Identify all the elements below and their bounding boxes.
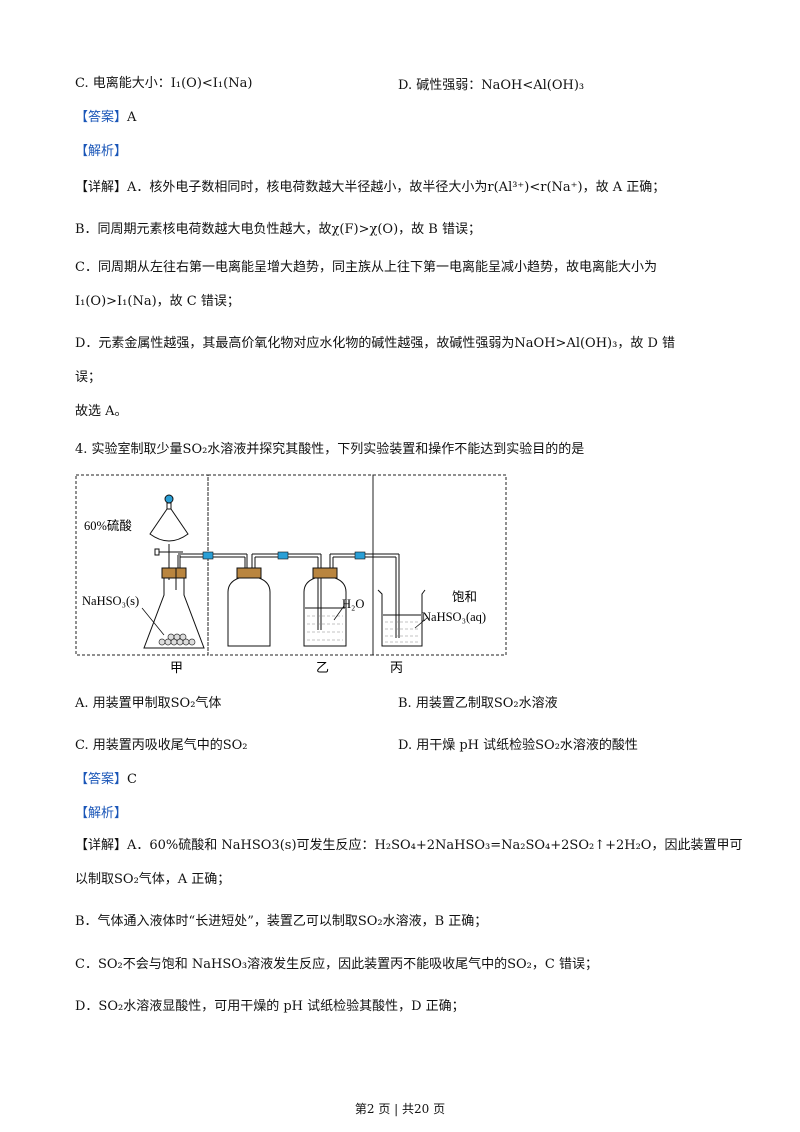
label-solid: NaHSO₃(s)	[82, 594, 139, 608]
q3-detail-c2: I₁(O)>I₁(Na)，故 C 错误；	[75, 294, 240, 309]
q3-option-c: C. 电离能大小：I₁(O)<I₁(Na)	[75, 76, 253, 91]
q4-detail-a2: 以制取SO₂气体，A 正确；	[75, 872, 231, 887]
q4-detail-b: B．气体通入液体时“长进短处”，装置乙可以制取SO₂水溶液，B 正确；	[75, 914, 488, 929]
separatory-funnel	[149, 494, 189, 580]
valve-1	[202, 551, 214, 560]
q3-analysis-tag: 【解析】	[75, 144, 128, 159]
q4-answer: 【答案】C	[75, 772, 137, 787]
section-box-2	[207, 474, 374, 656]
q4-option-d: D. 用干燥 pH 试纸检验SO₂水溶液的酸性	[398, 738, 638, 753]
page-footer: 第2 页 | 共20 页	[354, 1102, 446, 1116]
valve-2	[277, 551, 289, 560]
label-water: H₂O	[342, 597, 364, 611]
q3-detail-c1: C．同周期从左往右第一电离能呈增大趋势，同主族从上往下第一电离能呈减小趋势，故电…	[75, 260, 657, 275]
section-label-3: 丙	[390, 660, 403, 675]
label-acid: 60%硫酸	[84, 518, 132, 533]
label-saturated: 饱和	[452, 589, 477, 604]
answer-tag: 【答案】	[75, 772, 128, 787]
q4-detail-d: D．SO₂水溶液显酸性，可用干燥的 pH 试纸检验其酸性，D 正确；	[75, 999, 465, 1014]
gas-bottle-empty	[227, 567, 271, 647]
q4-option-c: C. 用装置丙吸收尾气中的SO₂	[75, 738, 248, 753]
q3-detail-d2: 误；	[75, 370, 102, 385]
q4-analysis-tag: 【解析】	[75, 806, 128, 821]
answer-tag: 【答案】	[75, 110, 128, 125]
q3-detail-d1: D．元素金属性越强，其最高价氧化物对应水化物的碱性越强，故碱性强弱为NaOH>A…	[75, 336, 676, 351]
q4-detail-c: C．SO₂不会与饱和 NaHSO₃溶液发生反应，因此装置丙不能吸收尾气中的SO₂…	[75, 957, 598, 972]
section-box-3	[372, 474, 507, 656]
section-label-1: 甲	[170, 660, 183, 675]
q4-stem: 4. 实验室制取少量SO₂水溶液并探究其酸性，下列实验装置和操作不能达到实验目的…	[75, 442, 585, 457]
apparatus-diagram: 60%硫酸 NaHSO₃(s) H₂O 饱和 NaHSO₃(aq) 甲 乙 丙	[75, 474, 507, 675]
valve-3	[354, 551, 366, 560]
q4-detail-a1: 【详解】A．60%硫酸和 NaHSO3(s)可发生反应：H₂SO₄+2NaHSO…	[75, 838, 743, 853]
section-label-2: 乙	[316, 660, 329, 675]
q3-conclusion: 故选 A。	[75, 404, 128, 419]
gas-bottle-water	[303, 567, 347, 647]
connecting-tubes	[177, 553, 400, 638]
q3-detail-b: B．同周期元素核电荷数越大电负性越大，故χ(F)>χ(O)，故 B 错误；	[75, 222, 481, 237]
beaker	[377, 589, 428, 647]
conical-flask	[141, 567, 205, 649]
q4-option-b: B. 用装置乙制取SO₂水溶液	[398, 696, 558, 711]
q3-option-d: D. 碱性强弱：NaOH<Al(OH)₃	[398, 78, 585, 93]
q4-option-a: A. 用装置甲制取SO₂气体	[75, 696, 222, 711]
q3-detail-a: 【详解】A．核外电子数相同时，核电荷数越大半径越小，故半径大小为r(Al³⁺)<…	[75, 180, 666, 195]
q3-answer: 【答案】A	[75, 110, 137, 125]
section-box-1	[75, 474, 209, 656]
label-aq: NaHSO₃(aq)	[422, 610, 486, 624]
